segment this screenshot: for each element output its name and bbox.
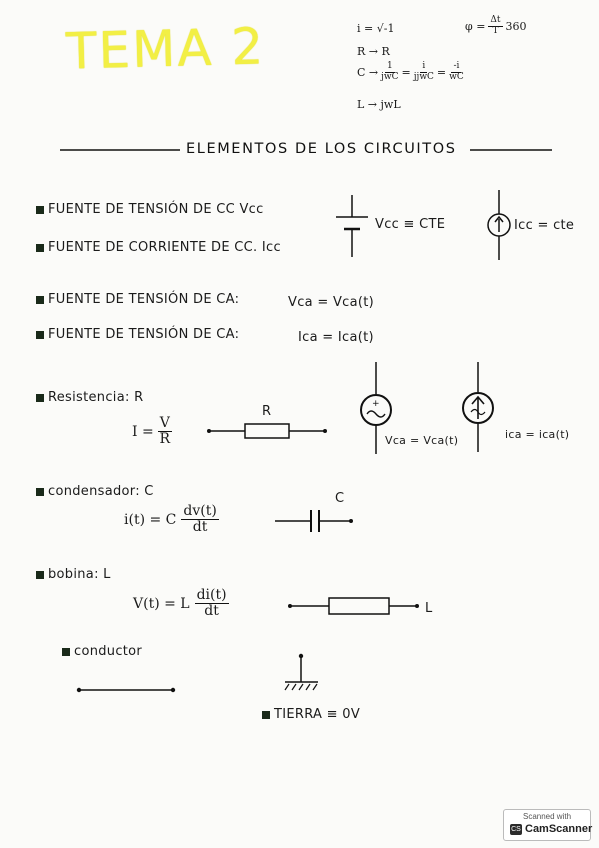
resistor-symbol-label: R xyxy=(262,404,272,419)
ground-icon xyxy=(284,653,318,691)
note-phase-formula: φ = Δt T 360 xyxy=(465,15,527,37)
cap-fraction: dv(t) dt xyxy=(181,503,219,536)
cap-frac-3-num: -i xyxy=(451,61,462,73)
bobina-label: bobina: L xyxy=(48,567,111,582)
bullet-icon xyxy=(36,295,44,304)
vca-equation: Vca = Vca(t) xyxy=(288,295,375,310)
section-title: ELEMENTOS DE LOS CIRCUITOS xyxy=(186,141,457,157)
phase-den: T xyxy=(492,25,499,36)
item-fuente-tension-ca-2: FUENTE DE TENSIÓN DE CA: xyxy=(36,327,239,342)
ind-num: di(t) xyxy=(194,587,229,605)
note-imaginary-unit: i = √-1 xyxy=(357,22,395,35)
cap-map-lhs: C → xyxy=(357,65,379,79)
cap-frac-1: 1 jwC xyxy=(381,61,399,83)
inductor-icon xyxy=(288,597,419,615)
conductor-label: conductor xyxy=(74,644,143,659)
cap-lhs: i(t) = C xyxy=(124,511,177,528)
fuente-tension-cc-label: FUENTE DE TENSIÓN DE CC Vcc xyxy=(48,202,264,217)
vcc-cte-label: Vcc ≡ CTE xyxy=(375,217,446,232)
cap-den: dt xyxy=(192,519,208,536)
ica-symbol-label: ica = ica(t) xyxy=(505,428,570,441)
cap-num: dv(t) xyxy=(181,503,219,521)
ohm-lhs: I = xyxy=(132,423,154,440)
item-condensador: condensador: C xyxy=(36,484,154,499)
dc-voltage-source-icon xyxy=(336,195,368,257)
phase-lhs: φ = xyxy=(465,19,486,33)
item-resistencia: Resistencia: R xyxy=(36,390,143,405)
ind-den: dt xyxy=(204,603,219,620)
item-tierra: TIERRA ≡ 0V xyxy=(262,707,360,722)
note-inductor-map: L → jwL xyxy=(357,98,401,111)
cap-frac-1-num: 1 xyxy=(384,61,395,73)
capacitor-symbol-label: C xyxy=(335,491,345,506)
ind-fraction: di(t) dt xyxy=(194,587,229,620)
condensador-label: condensador: C xyxy=(48,484,154,499)
capacitor-formula: i(t) = C dv(t) dt xyxy=(124,503,219,536)
resistencia-label: Resistencia: R xyxy=(48,390,144,405)
note-capacitor-map: C → 1 jwC = i jjwC = -i wC xyxy=(357,61,464,83)
bullet-icon xyxy=(262,710,270,719)
ica-equation: Ica = Ica(t) xyxy=(298,330,374,345)
ohm-den: R xyxy=(159,431,171,448)
bullet-icon xyxy=(62,647,70,656)
svg-text:+: + xyxy=(372,399,380,409)
ac-voltage-source-icon: + xyxy=(360,362,392,454)
cap-frac-2: i jjwC xyxy=(413,61,434,83)
fuente-tension-ca-label: FUENTE DE TENSIÓN DE CA: xyxy=(48,292,240,307)
bullet-icon xyxy=(36,205,44,214)
item-fuente-tension-cc: FUENTE DE TENSIÓN DE CC Vcc xyxy=(36,202,264,217)
inductor-formula: V(t) = L di(t) dt xyxy=(133,587,229,620)
camscanner-text: CamScanner xyxy=(525,823,593,835)
inductor-symbol-label: L xyxy=(425,601,433,616)
ohm-num: V xyxy=(157,415,172,433)
phase-num: Δt xyxy=(488,15,503,27)
camscanner-logo-icon: CS xyxy=(510,824,522,835)
item-bobina: bobina: L xyxy=(36,567,111,582)
ohm-law-formula: I = V R xyxy=(132,415,172,448)
cap-frac-2-den: jjwC xyxy=(413,71,434,82)
bullet-icon xyxy=(36,393,44,402)
bullet-icon xyxy=(36,330,44,339)
capacitor-icon xyxy=(275,510,353,532)
icc-cte-label: Icc = cte xyxy=(514,218,575,233)
conductor-wire-icon xyxy=(76,687,176,693)
ohm-fraction: V R xyxy=(157,415,172,448)
bullet-icon xyxy=(36,570,44,579)
cap-frac-3: -i wC xyxy=(449,61,464,83)
item-fuente-corriente-cc: FUENTE DE CORRIENTE DE CC. Icc xyxy=(36,240,281,255)
cap-frac-2-num: i xyxy=(420,61,428,73)
bullet-icon xyxy=(36,243,44,252)
cap-frac-1-den: jwC xyxy=(381,71,399,82)
fuente-tension-ca-2-label: FUENTE DE TENSIÓN DE CA: xyxy=(48,327,240,342)
item-conductor: conductor xyxy=(62,644,142,659)
phase-rhs: 360 xyxy=(505,19,527,33)
tierra-label: TIERRA ≡ 0V xyxy=(274,707,361,722)
fuente-corriente-cc-label: FUENTE DE CORRIENTE DE CC. Icc xyxy=(48,240,281,255)
vca-symbol-label: Vca = Vca(t) xyxy=(385,434,459,447)
ac-current-source-icon xyxy=(462,362,494,452)
item-fuente-tension-ca: FUENTE DE TENSIÓN DE CA: xyxy=(36,292,239,307)
resistor-icon xyxy=(207,423,327,439)
ind-lhs: V(t) = L xyxy=(133,595,190,612)
cap-frac-3-den: wC xyxy=(449,71,464,82)
dc-current-source-icon xyxy=(487,190,511,260)
scanned-with-text: Scanned with xyxy=(522,812,572,821)
camscanner-badge: Scanned with CS CamScanner xyxy=(503,809,593,841)
bullet-icon xyxy=(36,487,44,496)
phase-fraction: Δt T xyxy=(488,15,503,37)
note-resistance-map: R → R xyxy=(357,45,390,58)
